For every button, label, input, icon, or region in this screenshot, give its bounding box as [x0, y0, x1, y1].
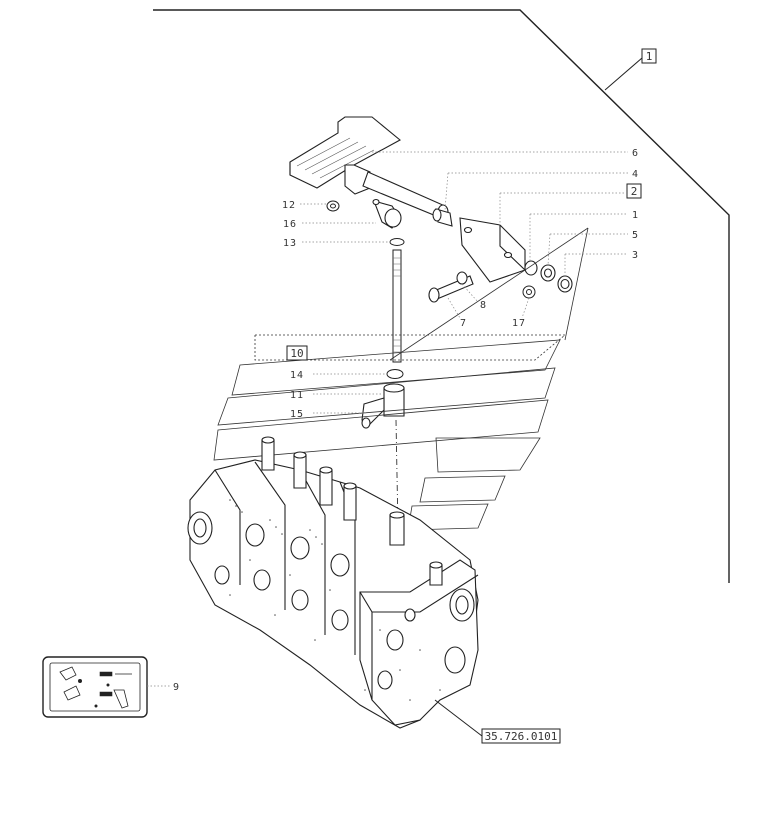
clevis	[361, 383, 405, 429]
callout-14: 14	[290, 370, 304, 381]
valve-texture	[229, 499, 441, 701]
grouping-bands	[213, 227, 589, 531]
callout-6: 6	[632, 148, 639, 159]
decal	[42, 656, 148, 718]
ref-box-1-label: 1	[646, 50, 653, 63]
callout-15: 15	[290, 409, 304, 420]
washer-13	[389, 238, 405, 246]
bushing	[432, 208, 453, 227]
callout-1: 1	[632, 210, 639, 221]
nut-17	[522, 285, 536, 299]
callout-13: 13	[283, 238, 297, 249]
group-frame-line	[153, 9, 730, 583]
callouts: 6 4 12 16 13 1 5 3 8 7 17 14 11 15 9	[173, 148, 639, 693]
callout-8: 8	[480, 300, 487, 311]
ref-box-valve[interactable]: 35.726.0101	[434, 699, 561, 744]
nut-12	[326, 200, 340, 212]
ref-box-2-label: 2	[631, 185, 638, 198]
callout-7: 7	[460, 318, 467, 329]
callout-4: 4	[632, 169, 639, 180]
callout-12: 12	[282, 200, 296, 211]
callout-3: 3	[632, 250, 639, 261]
ref-box-valve-label: 35.726.0101	[485, 730, 558, 743]
threaded-rod	[392, 249, 402, 363]
nut-14	[386, 369, 404, 379]
callout-17: 17	[512, 318, 526, 329]
control-valve-block	[187, 436, 479, 729]
ref-box-10-label: 10	[290, 347, 303, 360]
ref-box-1-leader	[604, 57, 643, 91]
ref-box-2[interactable]: 2	[626, 183, 642, 199]
leader-lines	[147, 151, 628, 687]
callout-9: 9	[173, 682, 180, 693]
washer-8	[456, 271, 468, 285]
ref-box-valve-leader	[434, 699, 483, 737]
ref-box-1[interactable]: 1	[604, 48, 657, 91]
callout-5: 5	[632, 230, 639, 241]
callout-11: 11	[290, 390, 304, 401]
ball-joint	[372, 198, 402, 229]
ref-box-10[interactable]: 10	[286, 345, 308, 361]
callout-16: 16	[283, 219, 297, 230]
mounting-bracket	[459, 217, 526, 283]
